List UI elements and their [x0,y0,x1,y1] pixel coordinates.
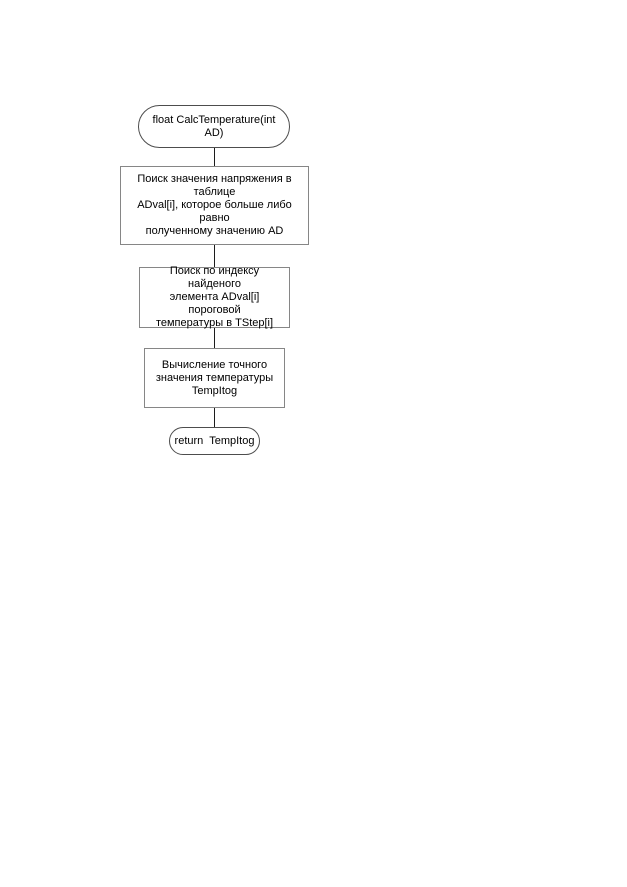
flow-terminator-end: return TempItog [169,427,260,455]
node-label: Поиск по индексу найденого элемента ADva… [155,265,274,329]
node-label: Вычисление точного значения температуры … [155,358,274,397]
flow-process-find-voltage: Поиск значения напряжения в таблице ADva… [120,166,309,245]
flow-connector-4 [214,408,215,427]
flow-process-compute-exact-temp: Вычисление точного значения температуры … [144,348,285,408]
flow-connector-1 [214,148,215,166]
node-label: Поиск значения напряжения в таблице ADva… [137,173,292,237]
flow-terminator-start: float CalcTemperature(int AD) [138,105,290,148]
node-label: return TempItog [174,434,255,447]
flow-connector-2 [214,245,215,267]
flow-process-find-threshold-temp: Поиск по индексу найденого элемента ADva… [139,265,290,329]
node-label: float CalcTemperature(int AD) [152,113,278,139]
flow-connector-3 [214,328,215,348]
